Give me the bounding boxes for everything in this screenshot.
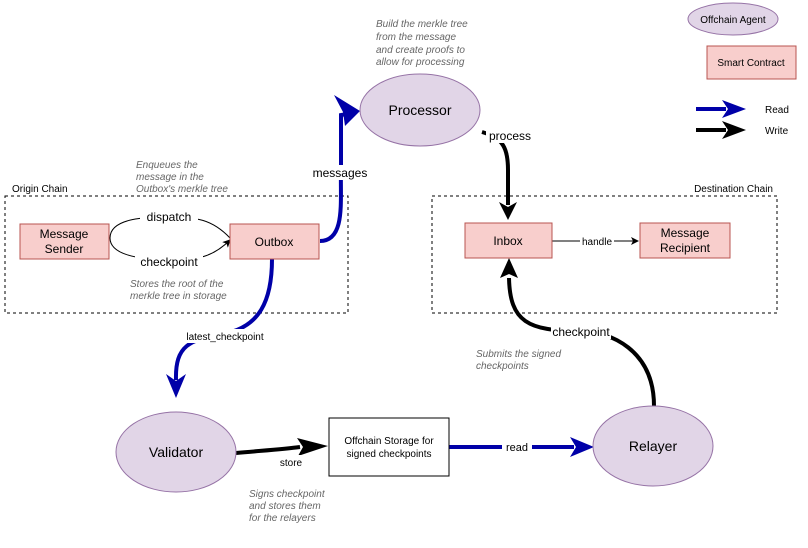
message-sender-line1: Message: [40, 227, 89, 241]
processor-note-line4: allow for processing: [376, 57, 465, 68]
legend-read-label: Read: [765, 105, 789, 116]
store-note-line2: merkle tree in storage: [130, 291, 227, 302]
inbox-node[interactable]: Inbox: [464, 222, 553, 259]
message-sender-line2: Sender: [45, 242, 84, 256]
validator-node[interactable]: Validator: [115, 411, 237, 493]
destination-chain-label: Destination Chain: [694, 184, 773, 195]
read-label: read: [506, 442, 528, 454]
messages-edge: messages: [311, 95, 369, 243]
relayer-note-line2: checkpoints: [476, 361, 529, 372]
handle-label: handle: [582, 237, 612, 248]
destination-chain-container: Destination Chain: [431, 184, 778, 314]
relayer-node[interactable]: Relayer: [592, 405, 714, 487]
legend-contract: Smart Contract: [706, 45, 797, 80]
outbox-node[interactable]: Outbox: [229, 223, 320, 260]
legend-agent: Offchain Agent: [687, 2, 779, 36]
checkpoint-origin-label: checkpoint: [140, 255, 198, 269]
message-sender-node[interactable]: Message Sender: [19, 223, 110, 260]
relayer-note: Submits the signed checkpoints: [476, 349, 561, 372]
checkpoint-relayer-edge: checkpoint: [500, 258, 656, 407]
latest-checkpoint-edge: latest_checkpoint: [166, 258, 274, 398]
processor-note-line2: from the message: [376, 32, 456, 43]
inbox-label: Inbox: [493, 234, 522, 248]
legend: Offchain Agent Smart Contract Read Write: [687, 2, 797, 139]
offchain-storage-node[interactable]: Offchain Storage for signed checkpoints: [328, 417, 450, 477]
validator-note-line2: and stores them: [249, 501, 321, 512]
store-label: store: [280, 458, 303, 469]
legend-contract-label: Smart Contract: [717, 58, 784, 69]
read-arrow-icon: [722, 100, 746, 118]
enqueue-note-line2: message in the: [136, 172, 204, 183]
outbox-store-note: Stores the root of the merkle tree in st…: [130, 279, 227, 302]
checkpoint-relayer-label: checkpoint: [552, 325, 610, 339]
outbox-enqueue-note: Enqueues the message in the Outbox's mer…: [136, 160, 228, 195]
legend-agent-label: Offchain Agent: [700, 15, 766, 26]
validator-note: Signs checkpoint and stores them for the…: [249, 489, 326, 524]
process-label: process: [489, 129, 531, 143]
write-arrow-icon: [722, 121, 746, 139]
origin-chain-container: Origin Chain: [4, 184, 349, 314]
processor-node[interactable]: Processor: [359, 73, 481, 147]
relayer-label: Relayer: [629, 438, 678, 454]
read-edge: read: [449, 437, 594, 457]
message-recipient-line2: Recipient: [660, 241, 711, 255]
processor-label: Processor: [388, 102, 451, 118]
latest-checkpoint-label: latest_checkpoint: [186, 332, 263, 343]
store-note-line1: Stores the root of the: [130, 279, 224, 290]
message-recipient-line1: Message: [661, 226, 710, 240]
validator-note-line3: for the relayers: [249, 513, 316, 524]
enqueue-note-line3: Outbox's merkle tree: [136, 184, 228, 195]
process-edge: process: [481, 128, 534, 220]
dispatch-edge: dispatch checkpoint: [109, 209, 231, 269]
processor-note-line3: and create proofs to: [376, 45, 465, 56]
messages-label: messages: [313, 166, 368, 180]
store-edge: store: [235, 438, 328, 469]
validator-label: Validator: [149, 444, 204, 460]
dispatch-label: dispatch: [147, 210, 192, 224]
legend-write-label: Write: [765, 126, 789, 137]
validator-note-line1: Signs checkpoint: [249, 489, 326, 500]
storage-line1: Offchain Storage for: [344, 436, 434, 447]
outbox-label: Outbox: [255, 235, 294, 249]
message-recipient-node[interactable]: Message Recipient: [639, 222, 731, 259]
origin-chain-label: Origin Chain: [12, 184, 68, 195]
legend-read: Read: [696, 100, 789, 118]
legend-write: Write: [696, 121, 789, 139]
processor-note: Build the merkle tree from the message a…: [376, 19, 468, 68]
handle-edge: handle: [552, 235, 639, 248]
processor-note-line1: Build the merkle tree: [376, 19, 468, 30]
relayer-note-line1: Submits the signed: [476, 349, 561, 360]
storage-line2: signed checkpoints: [346, 449, 431, 460]
enqueue-note-line1: Enqueues the: [136, 160, 198, 171]
